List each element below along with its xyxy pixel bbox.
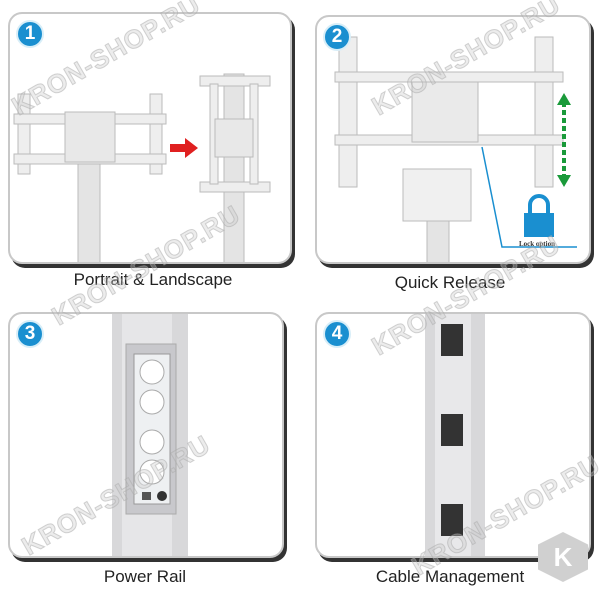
caption-quick-release: Quick Release xyxy=(394,273,506,292)
quick-release-illustration xyxy=(334,36,577,262)
lock-icon xyxy=(528,194,550,213)
panel-portrait-landscape: 1 xyxy=(8,12,292,264)
step-badge: 4 xyxy=(323,320,351,348)
red-arrow-icon xyxy=(170,138,198,158)
power-rail-illustration xyxy=(112,314,188,556)
step-badge: 1 xyxy=(16,20,44,48)
caption-cable-management: Cable Management xyxy=(375,567,525,586)
caption-portrait-landscape: Portrait & Landscape xyxy=(73,270,233,289)
caption-power-rail: Power Rail xyxy=(103,567,187,586)
panel-power-rail: 3 xyxy=(8,312,284,558)
step-badge: 2 xyxy=(323,23,351,51)
panel-quick-release: 2 Lock option xyxy=(315,15,591,264)
step-badge: 3 xyxy=(16,320,44,348)
panel-cable-management: 4 xyxy=(315,312,591,558)
lock-option-label: Lock option xyxy=(519,240,555,248)
portrait-landscape-illustration xyxy=(13,73,271,262)
cable-management-illustration xyxy=(425,314,485,556)
